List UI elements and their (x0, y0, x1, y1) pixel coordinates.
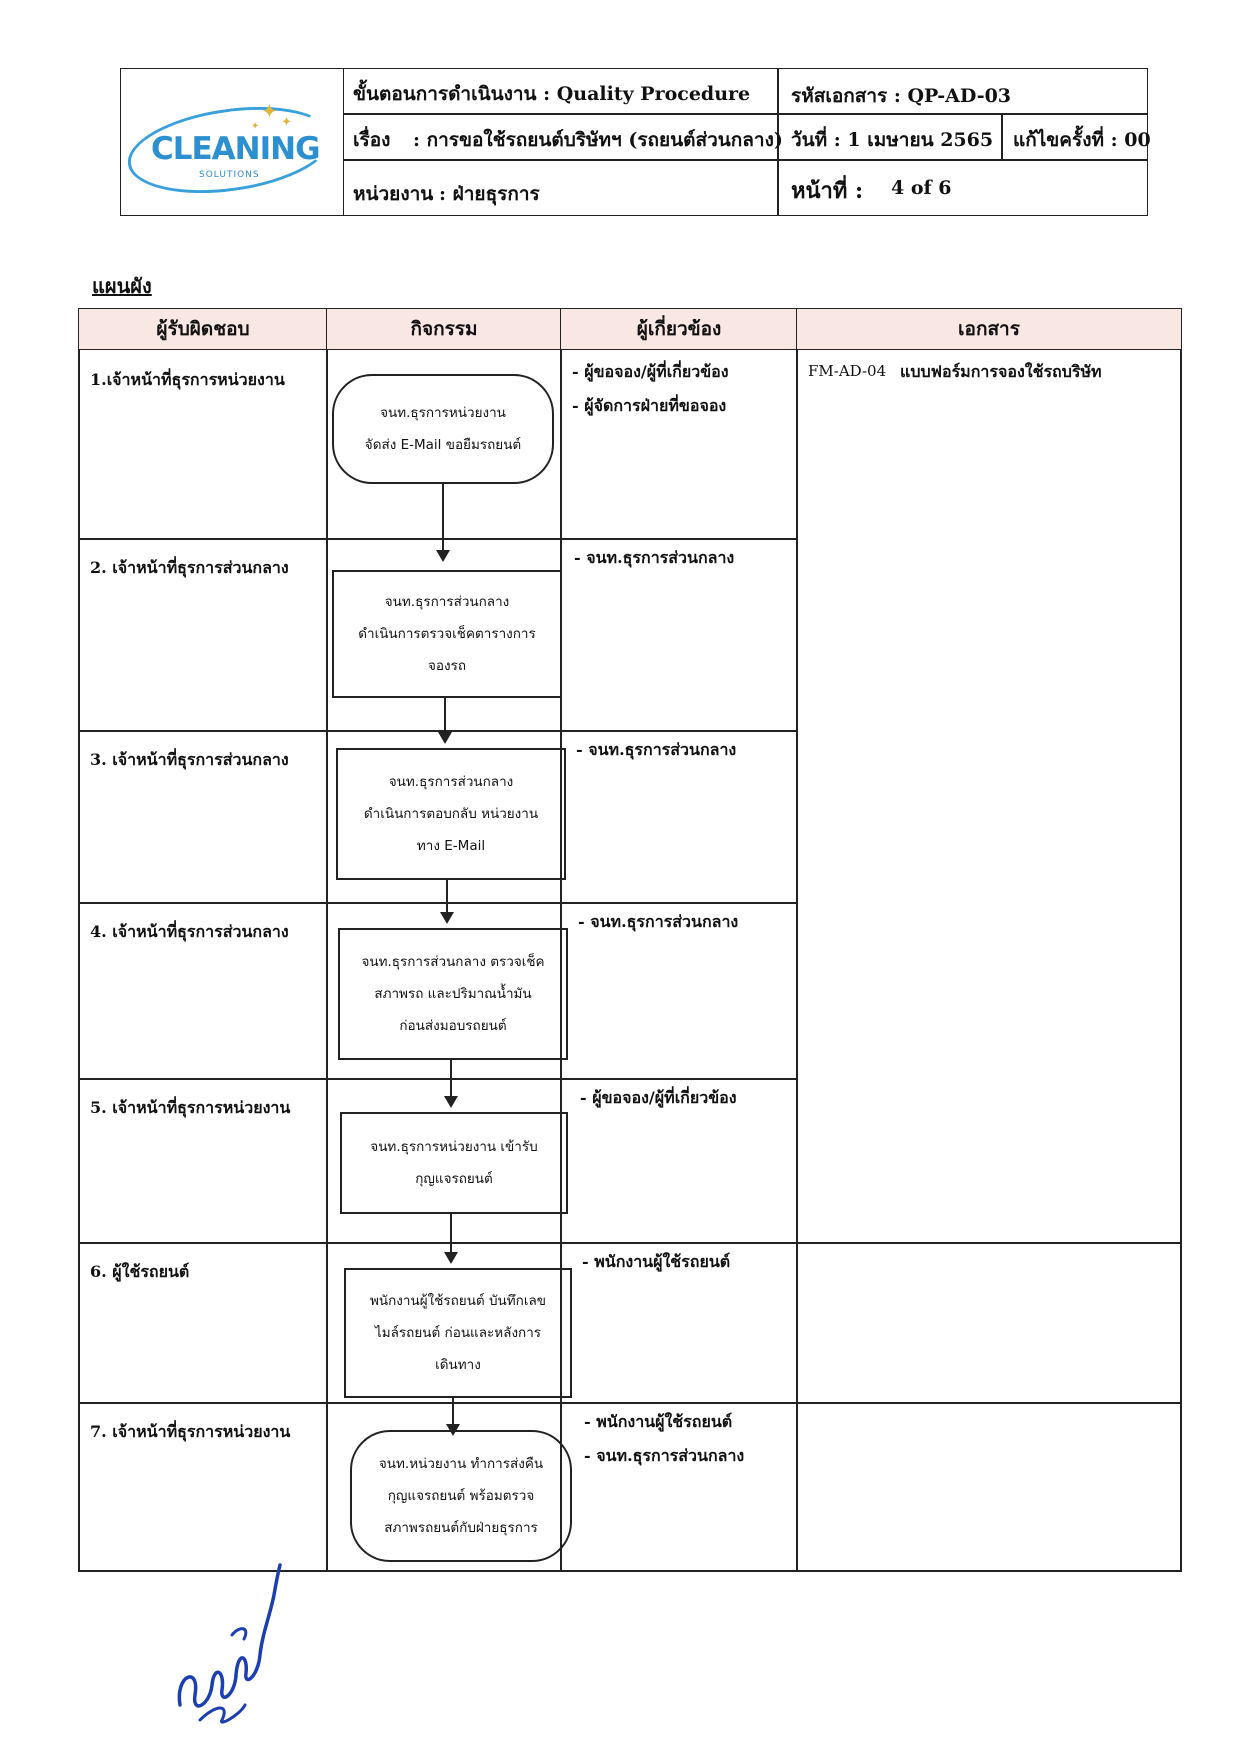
activity-box-3: จนท.ธุรการส่วนกลาง ดำเนินการตอบกลับ หน่ว… (336, 748, 566, 880)
sparkle-icon: ✦ (261, 99, 278, 123)
logo-wordmark: CLEANING (151, 131, 321, 167)
activity-text: จนท.ธุรการส่วนกลาง ตรวจเช็ค (361, 954, 545, 970)
page-value: 4 of 6 (891, 177, 952, 199)
section-title: แผนผัง (92, 274, 152, 298)
page-label: หน้าที่ : (791, 178, 864, 204)
related-row-1b: - ผู้จัดการฝ่ายที่ขอจอง (572, 396, 727, 415)
company-logo: CLEANING SOLUTIONS ✦ ✦ ✦ (121, 69, 344, 215)
activity-text: กุญแจรถยนต์ พร้อมตรวจ (387, 1488, 535, 1504)
column-header-documents: เอกสาร (796, 308, 1182, 350)
responsible-row-4: 4. เจ้าหน้าที่ธุรการส่วนกลาง (90, 922, 289, 941)
activity-text: จนท.ธุรการหน่วยงาน เข้ารับ (370, 1139, 538, 1155)
activity-text: จนท.ธุรการหน่วยงาน (380, 405, 506, 421)
related-row-3: - จนท.ธุรการส่วนกลาง (576, 740, 737, 759)
activity-text: สภาพรถ และปริมาณน้ำมัน (374, 986, 532, 1002)
flow-arrow (436, 484, 450, 562)
unit-label: หน่วยงาน (353, 183, 434, 205)
flow-arrow (438, 698, 452, 744)
responsible-row-3: 3. เจ้าหน้าที่ธุรการส่วนกลาง (90, 750, 289, 769)
activity-text: พนักงานผู้ใช้รถยนต์ บันทึกเลข (370, 1293, 546, 1309)
flow-arrow (446, 1398, 460, 1436)
column-header-activity: กิจกรรม (326, 308, 562, 350)
responsible-row-2: 2. เจ้าหน้าที่ธุรการส่วนกลาง (90, 558, 289, 577)
subject-value: : การขอใช้รถยนต์บริษัทฯ (รถยนต์ส่วนกลาง) (413, 129, 783, 151)
activity-text: เดินทาง (435, 1357, 481, 1373)
related-row-7a: - พนักงานผู้ใช้รถยนต์ (584, 1412, 733, 1431)
activity-text: จนท.ธุรการส่วนกลาง (384, 594, 510, 610)
procedure-label: ขั้นตอนการดำเนินงาน : Quality Procedure (353, 83, 751, 105)
flow-arrow (444, 1214, 458, 1264)
activity-text: ไมล์รถยนต์ ก่อนและหลังการ (374, 1325, 542, 1341)
activity-box-1-start: จนท.ธุรการหน่วยงาน จัดส่ง E-Mail ขอยืมรถ… (332, 374, 554, 484)
responsible-row-5: 5. เจ้าหน้าที่ธุรการหน่วยงาน (90, 1098, 291, 1117)
column-header-responsible: ผู้รับผิดชอบ (78, 308, 328, 350)
flow-arrow (444, 1060, 458, 1108)
activity-text: จองรถ (427, 658, 467, 674)
unit-value: : ฝ่ายธุรการ (439, 183, 540, 205)
activity-box-5: จนท.ธุรการหน่วยงาน เข้ารับ กุญแจรถยนต์ (340, 1112, 568, 1214)
activity-text: จัดส่ง E-Mail ขอยืมรถยนต์ (364, 437, 522, 453)
doc-code: รหัสเอกสาร : QP-AD-03 (791, 85, 1012, 107)
activity-box-4: จนท.ธุรการส่วนกลาง ตรวจเช็ค สภาพรถ และปร… (338, 928, 568, 1060)
activity-text: จนท.ธุรการส่วนกลาง (388, 774, 514, 790)
sparkle-icon: ✦ (281, 115, 292, 130)
related-row-6: - พนักงานผู้ใช้รถยนต์ (582, 1252, 731, 1271)
responsible-row-6: 6. ผู้ใช้รถยนต์ (90, 1262, 190, 1281)
subject-label: เรื่อง (353, 129, 391, 151)
related-row-2: - จนท.ธุรการส่วนกลาง (574, 548, 735, 567)
activity-box-7-end: จนท.หน่วยงาน ทำการส่งคืน กุญแจรถยนต์ พร้… (350, 1430, 572, 1562)
sparkle-icon: ✦ (251, 121, 260, 132)
document-name: แบบฟอร์มการจองใช้รถบริษัท (900, 362, 1102, 381)
related-row-1a: - ผู้ขอจอง/ผู้ที่เกี่ยวข้อง (572, 362, 729, 381)
related-row-7b: - จนท.ธุรการส่วนกลาง (584, 1446, 745, 1465)
flow-arrow (440, 880, 454, 924)
document-code: FM-AD-04 (808, 362, 887, 380)
effective-date: วันที่ : 1 เมษายน 2565 (791, 129, 994, 151)
handwritten-signature (177, 1563, 282, 1724)
activity-text: ดำเนินการตอบกลับ หน่วยงาน (363, 806, 539, 822)
revision-number: แก้ไขครั้งที่ : 00 (1013, 129, 1151, 151)
responsible-row-7: 7. เจ้าหน้าที่ธุรการหน่วยงาน (90, 1422, 291, 1441)
activity-text: ทาง E-Mail (416, 838, 486, 854)
responsible-row-1: 1.เจ้าหน้าที่ธุรการหน่วยงาน (90, 370, 285, 389)
activity-box-6: พนักงานผู้ใช้รถยนต์ บันทึกเลข ไมล์รถยนต์… (344, 1268, 572, 1398)
activity-text: สภาพรถยนต์กับฝ่ายธุรการ (384, 1520, 538, 1536)
logo-subtitle: SOLUTIONS (199, 170, 260, 180)
related-row-4: - จนท.ธุรการส่วนกลาง (578, 912, 739, 931)
activity-box-2: จนท.ธุรการส่วนกลาง ดำเนินการตรวจเช็คตารา… (332, 570, 562, 698)
activity-text: จนท.หน่วยงาน ทำการส่งคืน (378, 1456, 544, 1472)
document-header: CLEANING SOLUTIONS ✦ ✦ ✦ ขั้นตอนการดำเนิ… (120, 68, 1151, 216)
column-header-related: ผู้เกี่ยวข้อง (560, 308, 798, 350)
activity-text: กุญแจรถยนต์ (415, 1171, 493, 1187)
activity-text: ดำเนินการตรวจเช็คตารางการ (358, 626, 536, 642)
flowchart-table: ผู้รับผิดชอบ กิจกรรม ผู้เกี่ยวข้อง เอกสา… (78, 308, 1182, 1573)
related-row-5: - ผู้ขอจอง/ผู้ที่เกี่ยวข้อง (580, 1088, 737, 1107)
activity-text: ก่อนส่งมอบรถยนต์ (399, 1018, 507, 1034)
